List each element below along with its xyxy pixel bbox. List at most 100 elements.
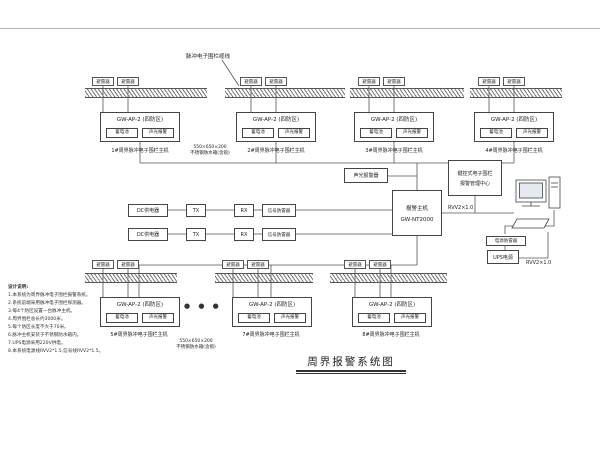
signal-surge-protector-box: 信号防雷器 bbox=[262, 204, 296, 217]
fence-segment bbox=[330, 273, 447, 283]
arrester-box: 避雷器 bbox=[247, 260, 269, 269]
management-center-box: 键控式电子围栏 报警管理中心 bbox=[448, 160, 502, 196]
arrester-box: 避雷器 bbox=[358, 77, 380, 86]
controller-model-label: GW-AP-2 (四防区) bbox=[116, 302, 164, 308]
middle-chain-lines bbox=[168, 209, 392, 235]
controller-caption: 2#周界脉冲电子围栏主机 bbox=[247, 148, 305, 154]
fence-controller: GW-AP-2 (四防区) 蓄电池 声光报警 bbox=[474, 112, 554, 142]
sound-light-alarm-box: 声光报警器 bbox=[344, 168, 388, 183]
design-note-line: 3.每4个防区设置一台脉冲主机。 bbox=[8, 309, 76, 314]
design-note-line: 1.本系统为周界脉冲电子围栏报警系统。 bbox=[8, 293, 91, 298]
controller-caption: 4#周界脉冲电子围栏主机 bbox=[485, 148, 543, 154]
fence-controller: GW-AP-2 (四防区) 蓄电池 声光报警 bbox=[232, 297, 312, 327]
design-note-line: 6.脉冲主机安装于不锈钢防水箱内。 bbox=[8, 333, 82, 338]
controller-caption: 8#周界脉冲电子围栏主机 bbox=[362, 332, 420, 338]
alarm-host-box: 报警主机 GW-NT2000 bbox=[392, 190, 442, 236]
arrester-box: 避雷器 bbox=[117, 260, 139, 269]
fence-controller: GW-AP-2 (四防区) 蓄电池 声光报警 bbox=[100, 297, 180, 327]
battery-cell: 蓄电池 bbox=[358, 313, 390, 323]
controller-model-label: GW-AP-2 (四防区) bbox=[490, 117, 538, 123]
waterproof-box-spec: 550×650×200 不锈钢防水箱(含锁) bbox=[180, 145, 240, 157]
controller-caption: 1#周界脉冲电子围栏主机 bbox=[111, 148, 169, 154]
battery-cell: 蓄电池 bbox=[238, 313, 270, 323]
controller-caption: 3#周界脉冲电子围栏主机 bbox=[365, 148, 423, 154]
fence-segment bbox=[215, 273, 313, 283]
fence-segment bbox=[470, 88, 562, 98]
rx-box: RX bbox=[234, 228, 254, 241]
controller-model-label: GW-AP-2 (四防区) bbox=[368, 302, 416, 308]
arrester-box: 避雷器 bbox=[478, 77, 500, 86]
rx-box: RX bbox=[234, 204, 254, 217]
dc-power-box: DC供电器 bbox=[128, 228, 168, 241]
controller-model-label: GW-AP-2 (四防区) bbox=[252, 117, 300, 123]
cable-label-rvv-ups: RVV2×1.0 bbox=[526, 260, 552, 266]
design-note-line: 4.周界围栏总长约3000米。 bbox=[8, 317, 66, 322]
sound-light-cell: 声光报警 bbox=[274, 313, 306, 323]
design-note-line: 2.系统前端采用脉冲电子围栏探测器。 bbox=[8, 301, 86, 306]
cable-leader-line bbox=[221, 59, 240, 87]
fence-controller: GW-AP-2 (四防区) 蓄电池 声光报警 bbox=[352, 297, 432, 327]
arrester-box: 避雷器 bbox=[92, 260, 114, 269]
fence-controller: GW-AP-2 (四防区) 蓄电池 声光报警 bbox=[236, 112, 316, 142]
title-underline-thick bbox=[296, 370, 406, 372]
alarm-host-model: GW-NT2000 bbox=[400, 216, 434, 223]
controller-model-label: GW-AP-2 (四防区) bbox=[116, 117, 164, 123]
fence-segment bbox=[350, 88, 464, 98]
tx-box: TX bbox=[186, 204, 206, 217]
title-underline-thin bbox=[296, 373, 406, 374]
dc-power-box: DC供电器 bbox=[128, 204, 168, 217]
computer-connection-lines bbox=[442, 196, 514, 214]
computer-workstation-graphic bbox=[511, 176, 561, 229]
fence-controller: GW-AP-2 (四防区) 蓄电池 声光报警 bbox=[100, 112, 180, 142]
arrester-box: 避雷器 bbox=[503, 77, 525, 86]
sound-light-cell: 声光报警 bbox=[142, 313, 174, 323]
fence-controller: GW-AP-2 (四防区) 蓄电池 声光报警 bbox=[354, 112, 434, 142]
sound-light-cell: 声光报警 bbox=[278, 128, 310, 138]
design-notes-heading: 设计说明: bbox=[8, 285, 29, 290]
design-notes: 设计说明: 1.本系统为周界脉冲电子围栏报警系统。 2.系统前端采用脉冲电子围栏… bbox=[8, 284, 103, 356]
spec-desc-line: 不锈钢防水箱(含锁) bbox=[190, 150, 230, 156]
spec-size-line: 550×650×200 bbox=[193, 145, 227, 150]
design-note-line: 8.本系统电源线RVV2*1.5,信号线RVV2*1.5。 bbox=[8, 349, 104, 354]
spec-desc-line: 不锈钢防水箱(含锁) bbox=[176, 344, 216, 350]
alarm-host-name: 报警主机 bbox=[405, 205, 428, 212]
arrester-box: 避雷器 bbox=[222, 260, 244, 269]
design-note-line: 5.每个防区长度不大于70米。 bbox=[8, 325, 69, 330]
sheet-border-line bbox=[0, 28, 600, 29]
fence-cable-label: 脉冲电子围栏缆线 bbox=[186, 54, 231, 60]
signal-surge-protector-box: 信号防雷器 bbox=[262, 228, 296, 241]
sound-light-cell: 声光报警 bbox=[396, 128, 428, 138]
arrester-box: 避雷器 bbox=[240, 77, 262, 86]
battery-cell: 蓄电池 bbox=[360, 128, 392, 138]
sound-light-cell: 声光报警 bbox=[394, 313, 426, 323]
arrester-box: 避雷器 bbox=[117, 77, 139, 86]
fence-segment bbox=[85, 88, 207, 98]
management-center-line1: 键控式电子围栏 bbox=[457, 170, 493, 177]
power-surge-protector-box: 电源防雷器 bbox=[486, 236, 526, 246]
drawing-title: 周界报警系统图 bbox=[307, 356, 395, 368]
arrester-box: 避雷器 bbox=[369, 260, 391, 269]
cable-label-rvv-host-pc: RVV2×1.0 bbox=[448, 205, 474, 211]
fence-segment bbox=[225, 88, 345, 98]
controller-model-label: GW-AP-2 (四防区) bbox=[370, 117, 418, 123]
arrester-box: 避雷器 bbox=[265, 77, 287, 86]
battery-cell: 蓄电池 bbox=[242, 128, 274, 138]
fence-segment bbox=[85, 273, 177, 283]
arrester-box: 避雷器 bbox=[383, 77, 405, 86]
sound-light-cell: 声光报警 bbox=[142, 128, 174, 138]
continuation-dots: ● ● ● bbox=[184, 302, 222, 310]
arrester-box: 避雷器 bbox=[92, 77, 114, 86]
sound-light-cell: 声光报警 bbox=[516, 128, 548, 138]
battery-cell: 蓄电池 bbox=[480, 128, 512, 138]
spec-size-line: 550×650×200 bbox=[179, 339, 213, 344]
battery-cell: 蓄电池 bbox=[106, 313, 138, 323]
waterproof-box-spec: 550×650×200 不锈钢防水箱(含锁) bbox=[166, 339, 226, 351]
design-note-line: 7.UPS电源采用220V供电。 bbox=[8, 341, 66, 346]
controller-caption: 7#周界脉冲电子围栏主机 bbox=[242, 332, 300, 338]
battery-cell: 蓄电池 bbox=[106, 128, 138, 138]
arrester-box: 避雷器 bbox=[344, 260, 366, 269]
tx-box: TX bbox=[186, 228, 206, 241]
controller-caption: 5#周界脉冲电子围栏主机 bbox=[110, 332, 168, 338]
